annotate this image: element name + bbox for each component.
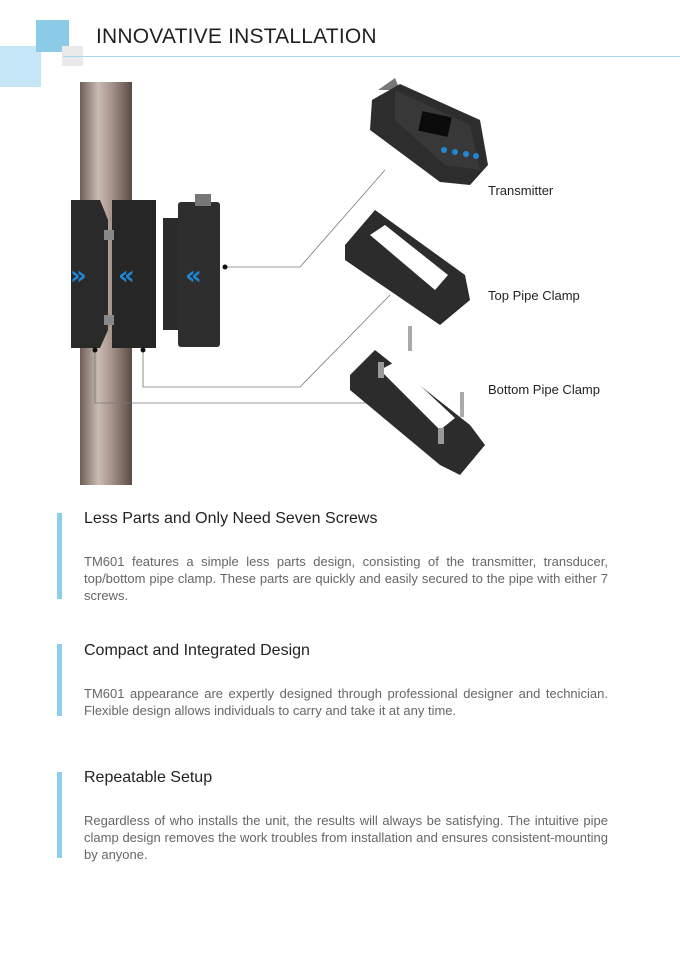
label-bottom-pipe-clamp: Bottom Pipe Clamp — [488, 382, 600, 397]
section-heading: Repeatable Setup — [84, 769, 213, 786]
section-heading: Less Parts and Only Need Seven Screws — [84, 510, 378, 527]
leader-dot — [92, 347, 98, 353]
top-pipe-clamp-image — [345, 210, 470, 325]
section-accent-bar — [57, 513, 62, 599]
section-body: TM601 appearance are expertly designed t… — [84, 686, 608, 718]
label-top-pipe-clamp: Top Pipe Clamp — [488, 288, 580, 303]
transmitter-side-body — [178, 202, 220, 347]
screw — [104, 230, 114, 240]
transmitter-image — [370, 78, 488, 185]
section-body: Regardless of who installs the unit, the… — [84, 813, 608, 862]
section-accent-bar — [57, 772, 62, 858]
screw — [104, 315, 114, 325]
top-clamp-side — [112, 200, 156, 348]
section-accent-bar — [57, 644, 62, 716]
chevron-left-icon: « — [185, 261, 202, 291]
installation-diagram: » « « — [70, 78, 488, 485]
bottom-clamp-side — [71, 200, 108, 348]
leader-dot — [222, 264, 228, 270]
leader-dot — [140, 347, 146, 353]
bottom-pipe-clamp-image — [350, 326, 485, 475]
decor-square-light — [0, 46, 41, 87]
chevron-right-icon: » — [70, 261, 87, 291]
leader-lines — [94, 169, 391, 404]
page-title: INNOVATIVE INSTALLATION — [96, 25, 377, 48]
connector — [195, 194, 211, 206]
header-rule — [63, 56, 680, 57]
section-heading: Compact and Integrated Design — [84, 642, 310, 659]
chevron-left-icon: « — [118, 261, 135, 291]
transmitter-side — [163, 218, 181, 330]
section-body: TM601 features a simple less parts desig… — [84, 554, 608, 603]
label-transmitter: Transmitter — [488, 183, 554, 198]
